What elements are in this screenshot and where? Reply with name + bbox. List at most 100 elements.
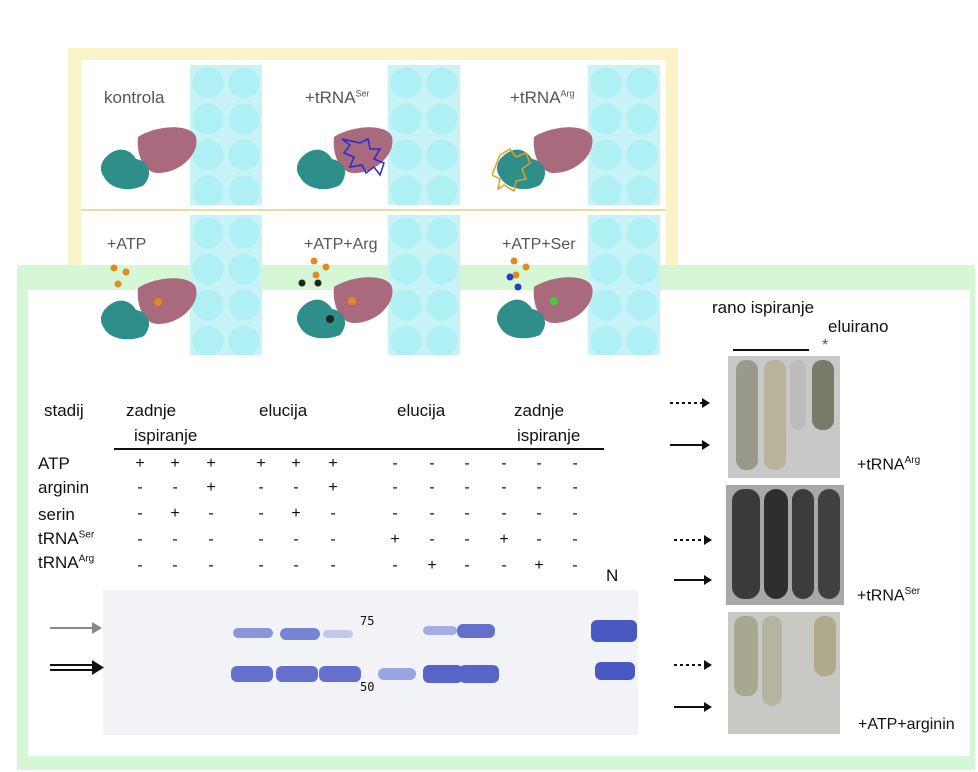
condition-symbol: - (330, 531, 336, 548)
condition-symbol: - (258, 505, 264, 522)
native-gel-1 (728, 356, 840, 478)
condition-symbol: + (206, 479, 216, 496)
header-zadnje-ispiranje-2-line2: ispiranje (517, 426, 581, 445)
band-arrows (50, 622, 104, 675)
gel-lane (792, 489, 814, 599)
condition-symbol: - (137, 531, 143, 548)
band (591, 620, 637, 642)
condition-symbol: - (392, 479, 398, 496)
condition-symbol: - (172, 531, 178, 548)
n-lane-label: N (606, 566, 619, 585)
gel-lane (764, 489, 788, 599)
condition-symbol: - (392, 557, 398, 574)
marker-50: 50 (360, 680, 375, 694)
condition-symbol: - (392, 455, 398, 472)
condition-symbol: - (172, 557, 178, 574)
condition-symbol: - (464, 531, 470, 548)
condition-symbol: - (429, 455, 435, 472)
row-label-trna-arg: tRNAArg (38, 553, 95, 572)
gel-label-trna-ser: +tRNASer (857, 586, 921, 605)
sds-page-gel (103, 590, 638, 735)
row-label-serin: serin (38, 505, 75, 524)
gel-lane (764, 360, 786, 470)
header-zadnje-ispiranje-1-line2: ispiranje (134, 426, 198, 445)
condition-symbol: + (291, 505, 301, 522)
band (276, 666, 318, 682)
row-label-atp: ATP (38, 454, 70, 473)
condition-symbol: - (137, 505, 143, 522)
condition-symbol: - (392, 505, 398, 522)
table-header-rule (114, 448, 604, 450)
condition-symbol: - (501, 505, 507, 522)
resin-beads (588, 215, 660, 355)
band (459, 665, 499, 683)
band (323, 630, 353, 638)
cell-label-atp-arg: +ATP+Arg (304, 236, 378, 253)
band (423, 665, 463, 683)
cell-label-atp: +ATP (107, 236, 147, 253)
condition-symbol: - (536, 455, 542, 472)
native-gel-2 (726, 485, 844, 605)
condition-symbol: - (572, 505, 578, 522)
stage-label: stadij (44, 401, 84, 420)
condition-symbol: - (208, 557, 214, 574)
condition-symbol: - (572, 479, 578, 496)
condition-symbol: + (206, 455, 216, 472)
gel-lane (736, 360, 758, 470)
header-zadnje-ispiranje-1: zadnje (126, 401, 177, 420)
gel-lane (814, 616, 836, 676)
protein-with-trna-arg (492, 127, 593, 193)
resin-beads (190, 215, 262, 355)
cell-label-trna-arg: +tRNAArg (510, 88, 575, 107)
marker-75: 75 (360, 614, 375, 628)
gel-lane (734, 616, 758, 696)
band (457, 624, 495, 638)
condition-symbol: - (464, 505, 470, 522)
condition-symbol: - (429, 479, 435, 496)
condition-symbol: - (258, 531, 264, 548)
gel-lane (818, 489, 840, 599)
condition-symbol: + (170, 455, 180, 472)
condition-symbol: + (328, 479, 338, 496)
condition-symbol: - (464, 455, 470, 472)
condition-symbol: + (499, 531, 509, 548)
gel-lane (732, 489, 760, 599)
rano-ispiranje-label: rano ispiranje (712, 298, 815, 317)
condition-symbol: - (572, 557, 578, 574)
band (233, 628, 273, 638)
condition-symbol: - (172, 479, 178, 496)
cell-label-kontrola: kontrola (104, 88, 165, 107)
protein-with-trna-ser (296, 127, 393, 190)
condition-symbol: - (572, 455, 578, 472)
protein-with-atp (100, 264, 197, 340)
condition-symbol: - (429, 531, 435, 548)
condition-symbol: + (427, 557, 437, 574)
resin-beads (588, 65, 660, 205)
condition-symbol: + (534, 557, 544, 574)
cell-label-trna-ser: +tRNASer (305, 88, 370, 107)
protein-illustration (100, 127, 197, 190)
band (595, 662, 635, 680)
condition-symbol: + (135, 455, 145, 472)
band (378, 668, 416, 680)
condition-symbol: - (258, 557, 264, 574)
condition-symbol: - (258, 479, 264, 496)
resin-beads (388, 65, 460, 205)
condition-symbol: - (501, 479, 507, 496)
top-panel (81, 60, 666, 290)
condition-symbol: - (208, 531, 214, 548)
header-zadnje-ispiranje-2: zadnje (514, 401, 565, 420)
condition-symbol: - (572, 531, 578, 548)
header-elucija-1: elucija (259, 401, 308, 420)
gel-lane (790, 360, 806, 430)
cell-label-atp-ser: +ATP+Ser (502, 236, 576, 253)
band (280, 628, 320, 640)
eluirano-label: eluirano (828, 317, 889, 336)
condition-symbol: - (536, 479, 542, 496)
row-label-arginin: arginin (38, 478, 90, 497)
gel-lane (812, 360, 834, 430)
band (423, 626, 457, 635)
condition-symbol: - (330, 505, 336, 522)
header-elucija-2: elucija (397, 401, 446, 420)
condition-symbol: - (137, 557, 143, 574)
